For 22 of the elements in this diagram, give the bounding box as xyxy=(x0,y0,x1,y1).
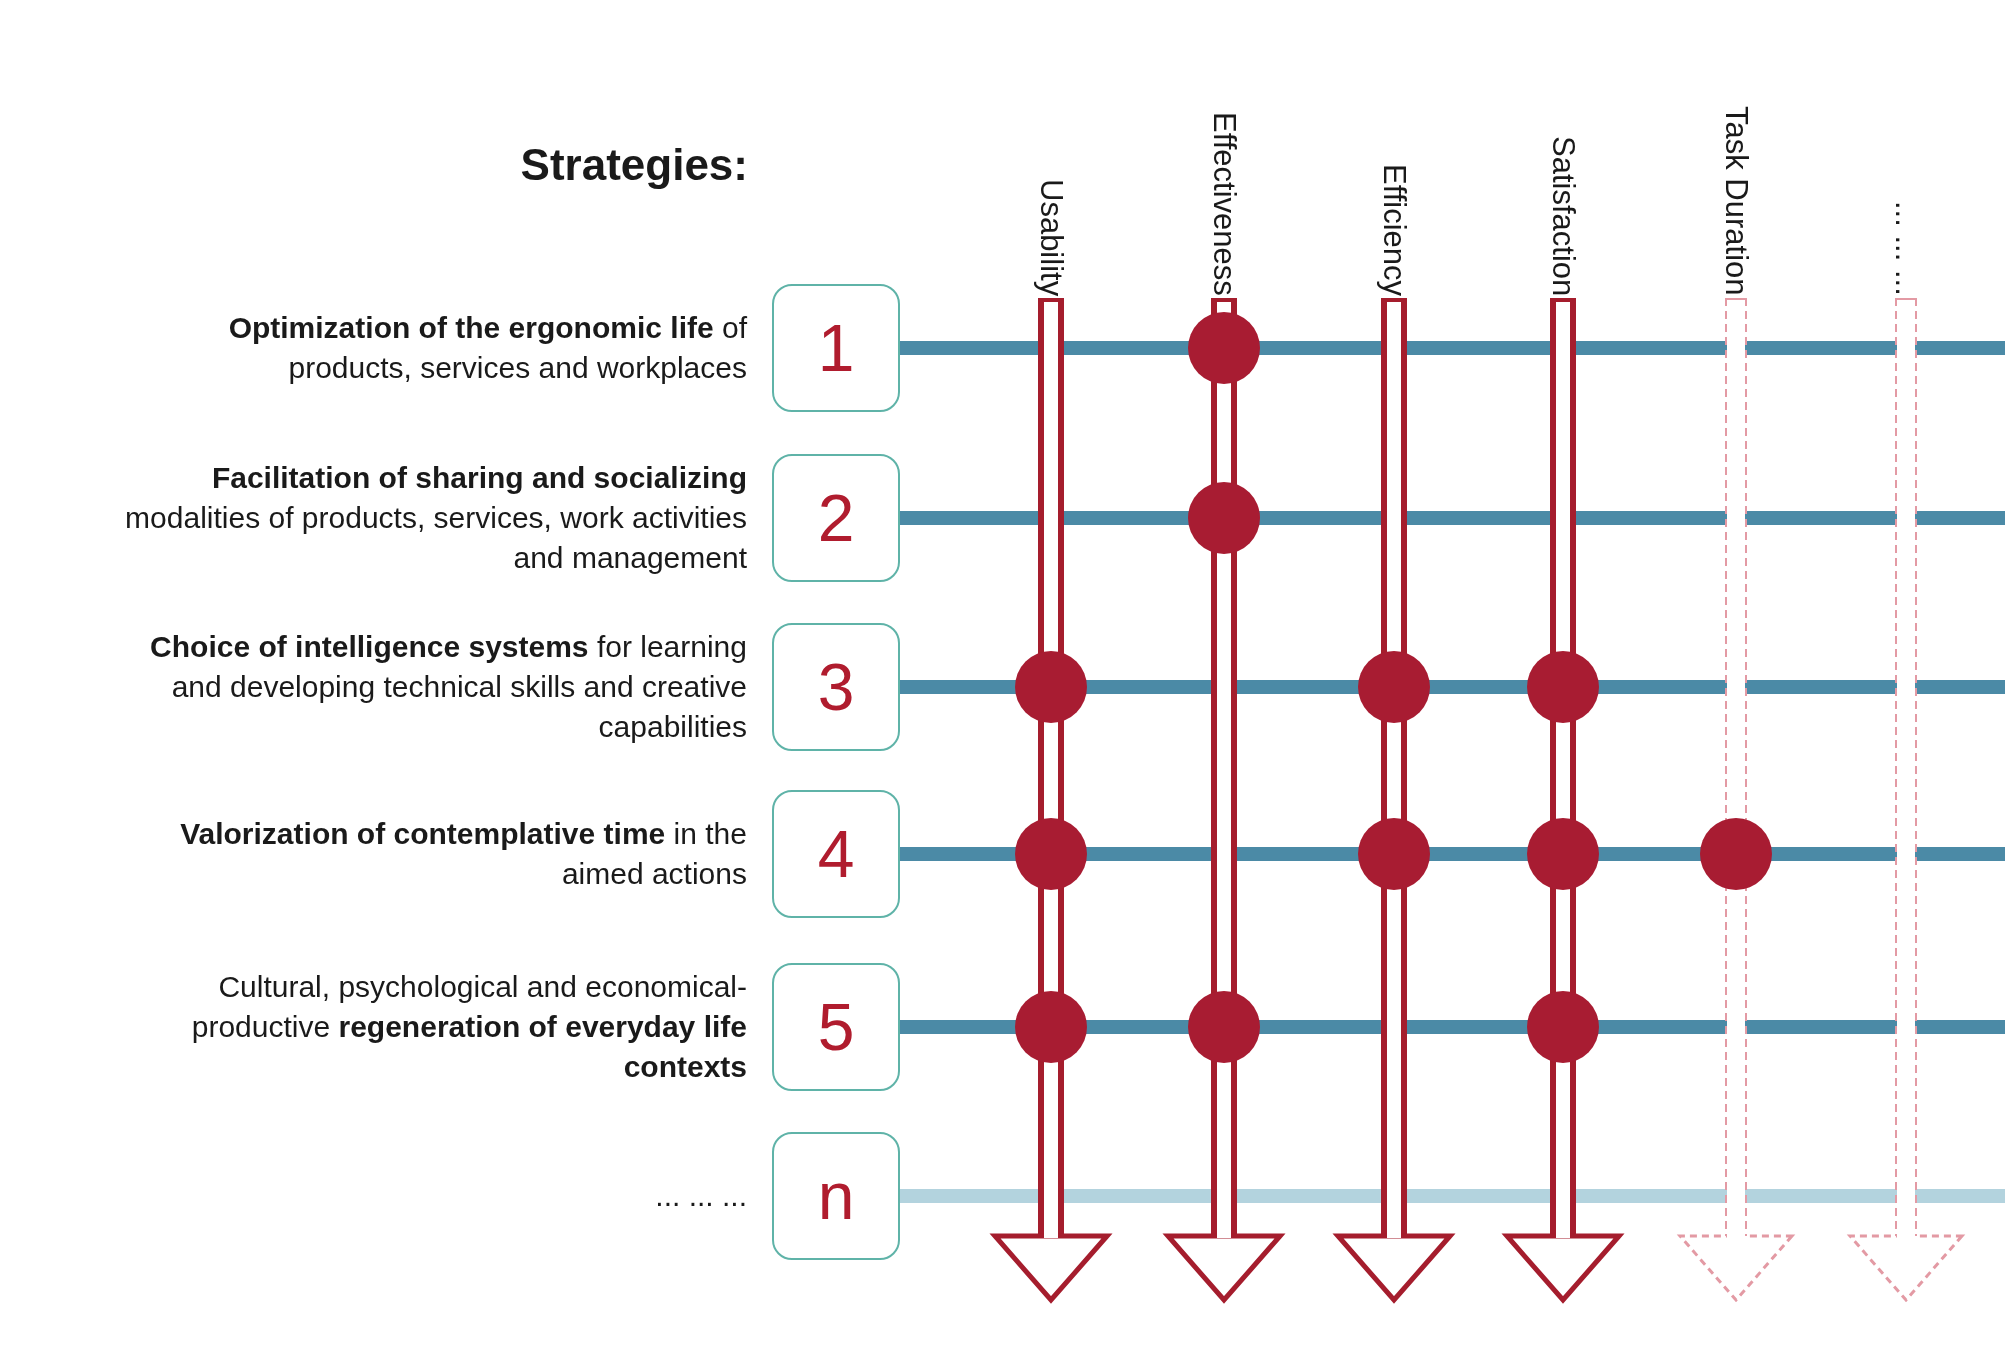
number-box: 4 xyxy=(772,790,900,918)
connector-line xyxy=(900,341,2005,355)
column-label: Satisfaction xyxy=(1547,135,1579,296)
heading: Strategies: xyxy=(520,140,748,190)
number-box: 2 xyxy=(772,454,900,582)
strategy-text: Cultural, psychological and economical-productive regeneration of everyday life contexts xyxy=(190,969,747,1085)
strategy-text: Facilitation of sharing and socializing modalities of products, services, work activities and management xyxy=(124,460,747,576)
column-label: Task Duration xyxy=(1720,106,1752,296)
strategy-text: Choice of intelligence systems for learning and developing technical skills and creative capabilities xyxy=(149,629,747,745)
column-label: Effectiveness xyxy=(1208,112,1240,296)
connector-line xyxy=(900,1189,2005,1203)
column-label: Efficiency xyxy=(1378,163,1410,296)
column-label: Usability xyxy=(1035,178,1067,296)
strategy-text: Optimization of the ergonomic life of products, services and workplaces xyxy=(227,310,747,386)
connector-line xyxy=(900,511,2005,525)
strategy-text: Valorization of contemplative time in the aimed actions xyxy=(179,816,747,892)
number-box: 1 xyxy=(772,284,900,412)
strategy-text: ... ... ... xyxy=(654,1178,747,1214)
number-box: n xyxy=(772,1132,900,1260)
column-label: ... ... ... xyxy=(1890,201,1922,296)
number-box: 5 xyxy=(772,963,900,1091)
number-box: 3 xyxy=(772,623,900,751)
